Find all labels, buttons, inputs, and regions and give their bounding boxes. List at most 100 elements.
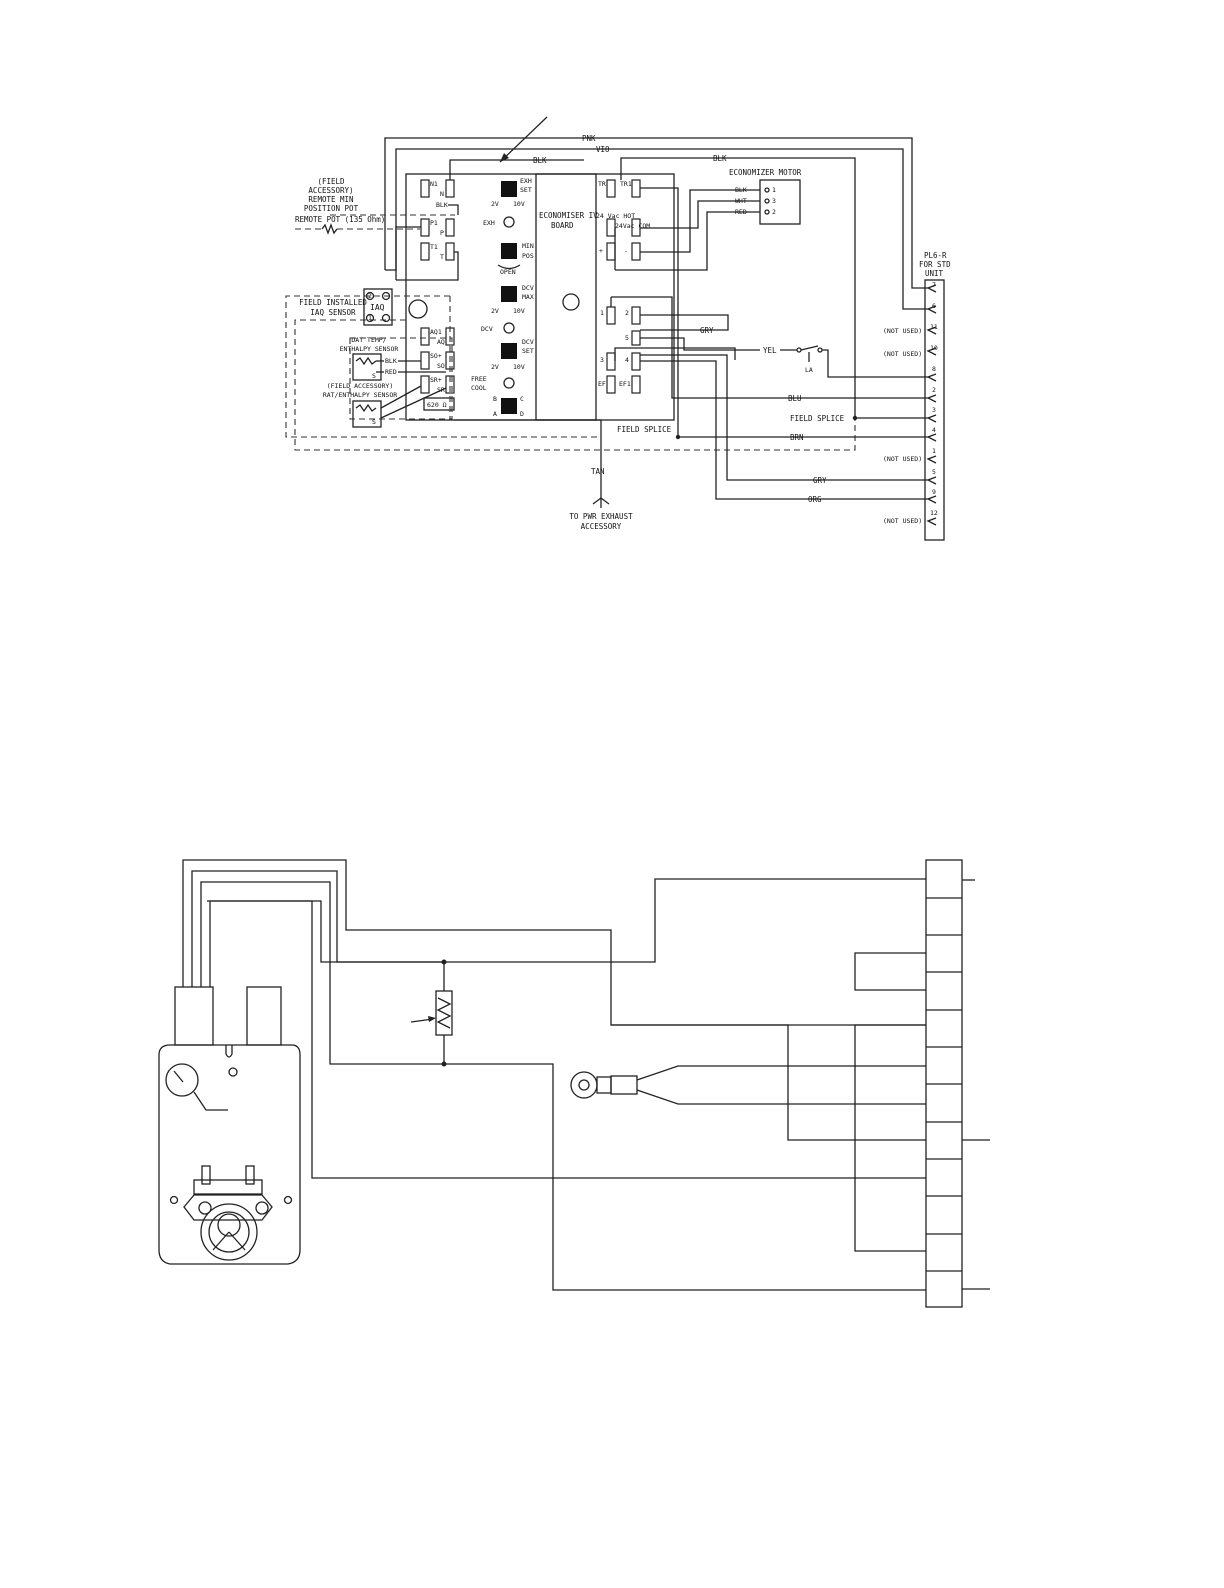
plug-pin-9: 9 — [932, 488, 936, 496]
dat-red: RED — [385, 368, 397, 376]
term-24vac-hot: 24 Vac HOT — [596, 212, 635, 220]
field-installed-area — [285, 295, 856, 451]
range-hi-2: 10V — [513, 307, 525, 315]
term-plus: + — [599, 247, 603, 255]
not-used-11: (NOT USED) — [883, 327, 922, 335]
dat-title-1: DAT TEMP/ — [351, 336, 386, 344]
term-so-plus: SO+ — [430, 352, 442, 360]
plug-pin-4: 4 — [932, 426, 936, 434]
pot-a: A — [493, 410, 497, 418]
remote-pot-title-3: REMOTE MIN — [308, 195, 353, 204]
term-minus: - — [624, 247, 628, 255]
motor-pin-2: 2 — [772, 208, 776, 216]
pot-min-pos-1: MIN — [522, 242, 534, 250]
remote-pot-title-2: ACCESSORY) — [308, 186, 353, 195]
economizer-board: ECONOMISER IV BOARD N1 N P1 P T1 T AQ1 A — [405, 173, 675, 421]
term-3: 3 — [600, 356, 604, 364]
motor-pin-3: 3 — [772, 197, 776, 205]
led-free-cool-2: COOL — [471, 384, 487, 392]
plug-pin-7: 7 — [932, 281, 936, 289]
motor-wire-blk: BLK — [735, 186, 747, 194]
term-2: 2 — [625, 309, 629, 317]
actuator-wiring-diagram — [158, 859, 990, 1308]
economizer-wiring-diagram: PNK VIO BLK BLK (FIELD ACCESSORY) REMOTE… — [285, 116, 951, 541]
wire-label-blu: BLU — [788, 394, 802, 403]
plug-pin-10: 10 — [930, 344, 938, 352]
not-used-1: (NOT USED) — [883, 455, 922, 463]
pot-b: B — [493, 395, 497, 403]
wire-label-blk: BLK — [533, 156, 547, 165]
board-title-1: ECONOMISER IV — [539, 211, 598, 220]
pwr-exhaust-2: ACCESSORY — [581, 522, 622, 531]
iaq-title-2: IAQ SENSOR — [310, 308, 356, 317]
rat-title-1: (FIELD ACCESSORY) — [327, 382, 394, 390]
dat-blk: BLK — [385, 357, 397, 365]
pot-c: C — [520, 395, 524, 403]
dat-enthalpy-sensor: DAT TEMP/ ENTHALPY SENSOR BLK RED S — [340, 336, 446, 381]
plug-pin-12: 12 — [930, 509, 938, 517]
term-t: T — [440, 253, 444, 261]
term-so: SO — [437, 362, 445, 370]
motor-pin-1: 1 — [772, 186, 776, 194]
resistor-620: 620 Ω — [427, 401, 447, 409]
rat-s: S — [372, 418, 376, 426]
board-potentiometers: EXH SET 2V 10V EXH MIN POS OPEN DCV MAX … — [471, 177, 534, 418]
term-5: 5 — [625, 334, 629, 342]
term-tr1: TR1 — [620, 180, 632, 188]
range-hi-3: 10V — [513, 363, 525, 371]
pot-open: OPEN — [500, 268, 516, 276]
term-n: N — [440, 190, 444, 198]
plug-pin-3: 3 — [932, 406, 936, 414]
pot-dcv-set-2: SET — [522, 347, 534, 355]
term-aq1: AQ1 — [430, 328, 442, 336]
plug-pin-11: 11 — [930, 323, 938, 331]
adjustable-resistor — [410, 959, 453, 1067]
led-free-cool-1: FREE — [471, 375, 487, 383]
pot-dcv-max-2: MAX — [522, 293, 534, 301]
plug-pin-5: 5 — [932, 468, 936, 476]
not-used-10: (NOT USED) — [883, 350, 922, 358]
remote-pot-title-1: (FIELD — [317, 177, 345, 186]
left-terminals: N1 N P1 P T1 T AQ1 AQ SO+ SO — [420, 179, 455, 411]
remote-pot-label: REMOTE POT (135 Ohm) — [295, 215, 385, 224]
iaq-pin-1: 1 — [368, 314, 372, 322]
wire-label-gry-lower: GRY — [813, 476, 827, 485]
range-hi-1: 10V — [513, 200, 525, 208]
field-splice-bottom: FIELD SPLICE — [617, 425, 672, 434]
term-ef: EF — [598, 380, 606, 388]
iaq-sensor: FIELD INSTALLED IAQ SENSOR 2 1 IAQ — [299, 288, 393, 326]
term-t1: T1 — [430, 243, 438, 251]
plug-title-3: UNIT — [925, 269, 944, 278]
plug-title-2: FOR STD — [919, 260, 951, 269]
iaq-box-label: IAQ — [370, 303, 385, 312]
pwr-exhaust-1: TO PWR EXHAUST — [569, 512, 633, 521]
remote-pot-blk: BLK — [436, 201, 448, 209]
wire-label-vio: VIO — [596, 145, 610, 154]
pot-min-pos-2: POS — [522, 252, 534, 260]
damper-actuator — [158, 986, 301, 1265]
top-wires — [384, 137, 928, 418]
plug-pin-8: 8 — [932, 365, 936, 373]
motor-title: ECONOMIZER MOTOR — [729, 168, 802, 177]
economizer-motor: ECONOMIZER MOTOR BLK WHT RED 1 3 2 — [729, 168, 802, 225]
term-ef1: EF1 — [619, 380, 631, 388]
board-wiring — [385, 187, 928, 500]
pot-d: D — [520, 410, 524, 418]
plug-pl6-r: PL6-R FOR STD UNIT 7 6 11 10 8 2 3 4 1 5… — [883, 251, 951, 541]
rat-enthalpy-sensor: (FIELD ACCESSORY) RAT/ENTHALPY SENSOR S — [323, 382, 447, 428]
remote-pot-title-4: POSITION POT — [304, 204, 359, 213]
pot-exh-set-1: EXH — [520, 177, 532, 185]
motor-wire-red: RED — [735, 208, 747, 216]
wire-label-gry-upper: GRY — [700, 326, 714, 335]
actuator-wires — [182, 859, 926, 1291]
pot-dcv-max-1: DCV — [522, 284, 534, 292]
pot-dcv-set-1: DCV — [522, 338, 534, 346]
wire-label-tan: TAN — [591, 467, 605, 476]
term-p: P — [440, 229, 444, 237]
term-1: 1 — [600, 309, 604, 317]
led-dcv: DCV — [481, 325, 493, 333]
right-terminals: TR TR1 24 Vac HOT 24Vac COM + - 1 2 5 3 — [596, 179, 650, 394]
term-sr-plus: SR+ — [430, 376, 442, 384]
